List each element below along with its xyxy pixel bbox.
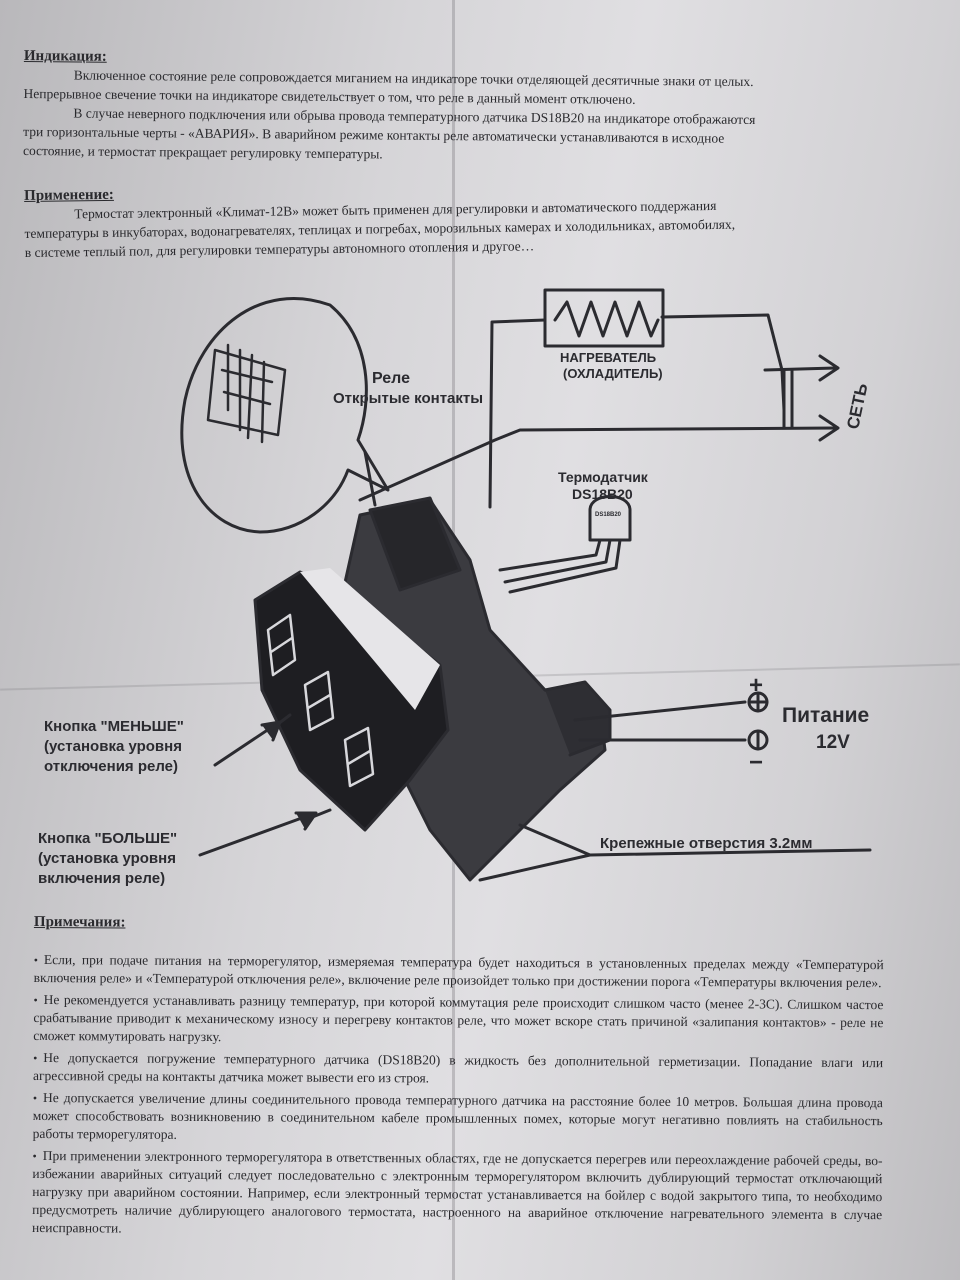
note-item: •Если, при подаче питания на терморегуля… [34,951,884,992]
sensor-cable [498,538,622,594]
heater-box [543,288,665,348]
display-sticker [300,568,440,710]
indication-text: Включенное состояние реле сопровождается… [23,65,884,168]
heater-label: НАГРЕВАТЕЛЬ [560,350,656,365]
mains-arrow-top [818,354,840,382]
relay-zoom-bubble [180,297,390,534]
section-notes: Примечания: •Если, при подаче питания на… [32,914,884,1246]
heater-label-cooler: (ОХЛАДИТЕЛЬ) [563,366,663,381]
mains-wire-top [763,366,837,372]
button-more-label: Кнопка "БОЛЬШЕ" [38,830,177,847]
button-more-arrow [198,813,312,857]
relay-label-contacts: Открытые контакты [333,390,483,407]
section-heading-notes: Примечания: [33,914,126,931]
plus-sign: + [749,672,763,699]
heater-wire-top [488,318,547,509]
note-item: •Не допускается увеличение длины соедини… [33,1089,883,1148]
button-more-desc: (установка уровня [38,850,176,867]
note-item: •Не допускается погружение температурног… [33,1049,883,1090]
sensor-model-label: DS18B20 [572,486,633,502]
note-bullet: • [33,952,38,968]
note-bullet: • [32,1090,38,1106]
heater-wire-right [660,313,786,412]
mains-arrow-bottom [818,414,840,442]
note-bullet: • [32,1148,37,1164]
sensor-body [588,495,632,542]
relay-label: Реле [372,370,410,387]
note-item: •Не рекомендуется устанавливать разницу … [33,991,883,1050]
note-text: Не допускается погружение температурного… [32,1050,884,1086]
mount-holes-label: Крепежные отверстия 3.2мм [600,835,812,852]
note-text: Если, при подаче питания на терморегулят… [33,952,884,991]
mains-jumper [782,368,794,430]
section-indication: Индикация: Включенное состояние реле соп… [23,48,884,168]
sensor-label: Термодатчик [558,469,649,485]
relay-contacts-icon [206,343,287,444]
display-digits [266,613,375,788]
power-label: Питание [782,704,869,727]
note-text: Не рекомендуется устанавливать разницу т… [33,992,884,1045]
button-less-cable [268,713,292,732]
section-application: Применение: Термостат электронный «Клима… [24,177,885,262]
power-wire-plus [573,700,747,722]
application-text: Термостат электронный «Климат-12В» может… [24,194,885,262]
button-more-cable [308,808,332,820]
minus-sign: − [749,749,763,776]
mains-label: СЕТЬ [843,382,871,431]
button-less-label: Кнопка "МЕНЬШЕ" [44,718,184,735]
mains-wire-bottom [358,426,837,502]
button-less-desc-2: отключения реле) [44,758,178,775]
relay-block [368,496,462,592]
sensor-chip-text: DS18B20 [595,512,622,518]
note-text: Не допускается увеличение длины соединит… [32,1090,883,1142]
note-bullet: • [33,1050,38,1066]
button-less-arrow [213,723,277,767]
power-voltage: 12V [816,732,850,753]
note-bullet: • [33,992,38,1008]
note-text: При применении электронного терморегулят… [32,1148,883,1236]
mount-hole-leader [478,823,872,882]
wiring-diagram: Реле Открытые контакты НАГРЕВАТЕЛЬ (ОХЛА… [38,288,872,887]
note-item: •При применении электронного терморегуля… [32,1147,883,1242]
button-more-desc-2: включения реле) [38,870,165,887]
button-less-desc: (установка уровня [44,738,182,755]
heater-coil [553,300,660,338]
